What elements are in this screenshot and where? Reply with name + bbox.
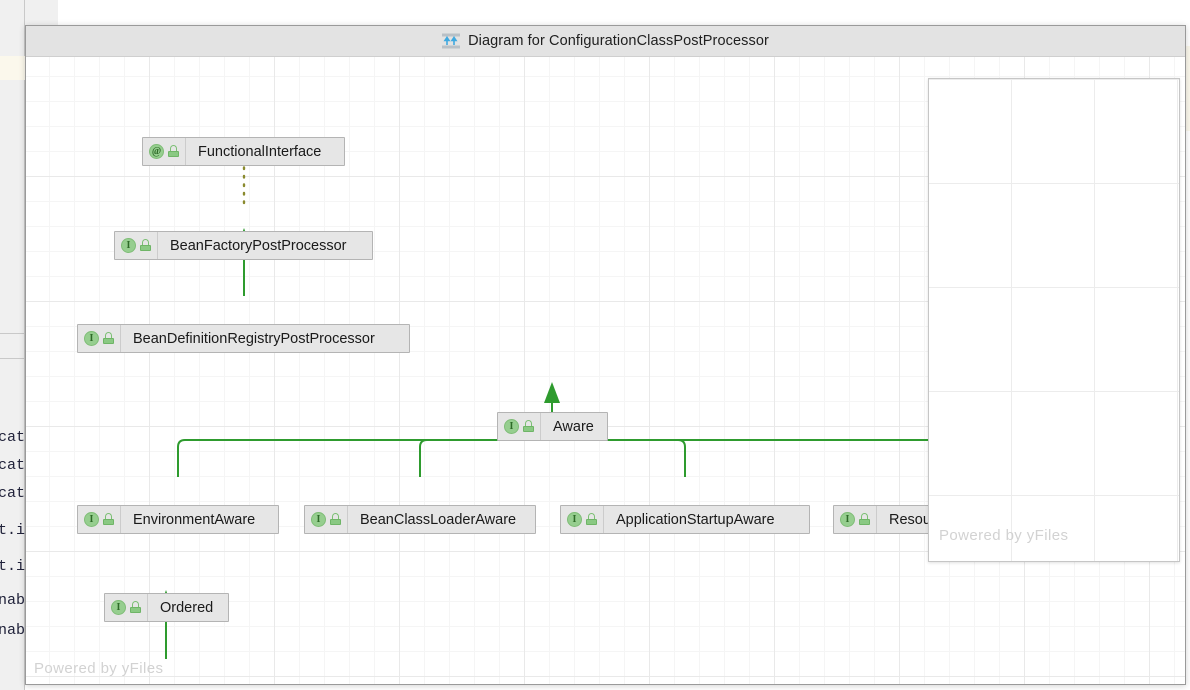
node-label: BeanFactoryPostProcessor bbox=[158, 232, 360, 259]
lock-icon bbox=[858, 513, 871, 526]
canvas-watermark: Powered by yFiles bbox=[34, 660, 164, 677]
diagram-node-bean-factory-post-processor[interactable]: I BeanFactoryPostProcessor bbox=[114, 231, 373, 260]
background-code-line: cat bbox=[0, 429, 25, 446]
lock-icon bbox=[522, 420, 535, 433]
interface-icon: I bbox=[504, 419, 519, 434]
lock-icon bbox=[102, 332, 115, 345]
lock-icon bbox=[139, 239, 152, 252]
lock-icon bbox=[167, 145, 180, 158]
interface-icon: I bbox=[311, 512, 326, 527]
background-code-line: t.i bbox=[0, 558, 25, 575]
interface-icon: I bbox=[84, 331, 99, 346]
interface-icon: I bbox=[111, 600, 126, 615]
edge-inheritance bbox=[556, 439, 686, 477]
node-icon-group: I bbox=[105, 594, 148, 621]
node-label: BeanClassLoaderAware bbox=[348, 506, 530, 533]
background-code-line: t.i bbox=[0, 522, 25, 539]
node-label: BeanDefinitionRegistryPostProcessor bbox=[121, 325, 388, 352]
diagram-node-application-startup-aware[interactable]: I ApplicationStartupAware bbox=[560, 505, 810, 534]
lock-icon bbox=[329, 513, 342, 526]
node-icon-group: I bbox=[561, 506, 604, 533]
edge-arrowhead bbox=[544, 382, 560, 403]
node-label: EnvironmentAware bbox=[121, 506, 269, 533]
background-code-line: nab bbox=[0, 622, 25, 639]
diagram-overview-panel[interactable]: Powered by yFiles bbox=[928, 78, 1180, 562]
diagram-popup-window: Diagram for ConfigurationClassPostProces… bbox=[25, 25, 1186, 685]
diagram-titlebar: Diagram for ConfigurationClassPostProces… bbox=[26, 26, 1185, 57]
diagram-canvas[interactable]: BeanFactoryPostProcessor --> bbox=[26, 57, 1185, 684]
diagram-icon bbox=[442, 33, 461, 49]
background-code-line: nab bbox=[0, 592, 25, 609]
background-divider bbox=[0, 333, 25, 334]
node-icon-group: I bbox=[305, 506, 348, 533]
node-icon-group: I bbox=[115, 232, 158, 259]
diagram-node-bean-class-loader-aware[interactable]: I BeanClassLoaderAware bbox=[304, 505, 536, 534]
interface-icon: I bbox=[840, 512, 855, 527]
edge-inheritance bbox=[559, 439, 947, 477]
interface-icon: I bbox=[121, 238, 136, 253]
node-icon-group: I bbox=[498, 413, 541, 440]
background-highlight-strip bbox=[0, 56, 25, 80]
diagram-node-bean-definition-registry-post-processor[interactable]: I BeanDefinitionRegistryPostProcessor bbox=[77, 324, 410, 353]
overview-watermark: Powered by yFiles bbox=[939, 527, 1069, 544]
diagram-node-functional-interface[interactable]: @ FunctionalInterface bbox=[142, 137, 345, 166]
diagram-node-aware[interactable]: I Aware bbox=[497, 412, 608, 441]
lock-icon bbox=[102, 513, 115, 526]
diagram-node-ordered[interactable]: I Ordered bbox=[104, 593, 229, 622]
edge-inheritance bbox=[177, 439, 545, 477]
node-icon-group: I bbox=[834, 506, 877, 533]
background-code-line: cat bbox=[0, 485, 25, 502]
node-label: FunctionalInterface bbox=[186, 138, 335, 165]
diagram-title: Diagram for ConfigurationClassPostProces… bbox=[468, 33, 769, 49]
node-icon-group: @ bbox=[143, 138, 186, 165]
diagram-node-environment-aware[interactable]: I EnvironmentAware bbox=[77, 505, 279, 534]
node-label: Ordered bbox=[148, 594, 227, 621]
background-divider-2 bbox=[0, 358, 25, 359]
lock-icon bbox=[129, 601, 142, 614]
background-code-line: cat bbox=[0, 457, 25, 474]
edge-inheritance bbox=[419, 439, 548, 477]
node-label: Aware bbox=[541, 413, 607, 440]
node-label: ApplicationStartupAware bbox=[604, 506, 788, 533]
lock-icon bbox=[585, 513, 598, 526]
node-icon-group: I bbox=[78, 506, 121, 533]
node-icon-group: I bbox=[78, 325, 121, 352]
background-gutter bbox=[0, 0, 25, 690]
interface-icon: I bbox=[567, 512, 582, 527]
interface-icon: I bbox=[84, 512, 99, 527]
annotation-icon: @ bbox=[149, 144, 164, 159]
